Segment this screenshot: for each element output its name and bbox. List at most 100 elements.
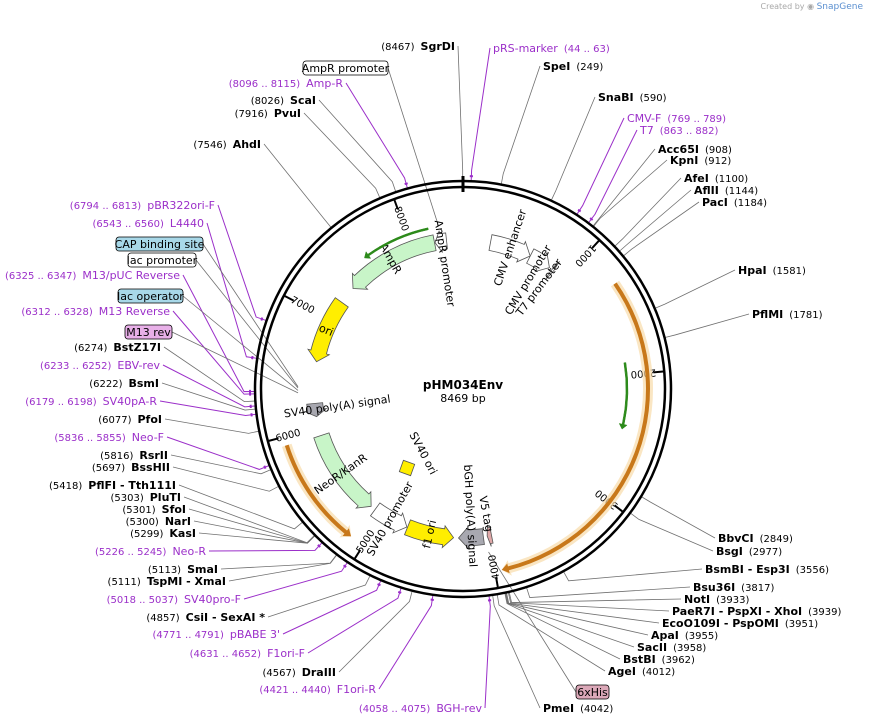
feature-sv40-poly-a-signal [303,402,328,418]
site-name: BstBI [623,653,656,666]
site-kasi: KasI(5299) [130,527,196,540]
primer-mark [342,564,347,568]
tick-label: 8000 [391,205,410,233]
site-snabi: SnaBI(590) [598,91,667,104]
site-name: PfoI [138,413,163,426]
site-name: EBV-rev [117,359,160,372]
site-name: SV40pA-R [103,395,158,408]
site-leader-line [457,45,464,181]
tick-mark [268,437,279,442]
site-name: Bsu36I [693,581,735,594]
site-leader-line [563,568,703,582]
site-nari: NarI(5300) [126,515,191,528]
site-leader-line [178,484,303,530]
orf-glow [501,280,654,576]
site-name: PvuI [274,107,301,120]
site-position: (1144) [725,186,758,197]
box-bg [124,324,173,340]
site-pbr322ori-f: pBR322ori-F(6794 .. 6813) [70,199,215,212]
site-hpai: HpaI (1581) [738,264,806,277]
site-draiii: DraIII (4567) [262,666,336,679]
site-leader-line [526,586,691,598]
site-position: (6794 .. 6813) [70,201,142,212]
site-name: Amp-R [306,77,343,90]
site-name: HpaI [738,264,767,277]
feature-ampr [351,234,437,290]
site-leader-line [182,274,255,393]
site-name: M13 Reverse [99,305,170,318]
feature-label: V5 tag [476,495,495,533]
site-position: (4567) [262,668,295,679]
box-label: AmpR promoter [302,62,390,75]
site-neo-f: Neo-F(5836 .. 5855) [54,431,164,444]
site-name: DraIII [302,666,336,679]
site-leader-line [593,159,668,227]
site-position: (8096 .. 8115) [229,79,301,90]
site-position: (5226 .. 5245) [95,547,167,558]
tick-mark [284,295,295,302]
tick-label: 4000 [487,554,502,581]
orf-arrow [501,282,650,574]
site-position: (6274) [74,343,107,354]
site-position: (863 .. 882) [660,126,719,137]
site-leader-line [159,400,256,417]
site-leader-line [665,313,750,338]
site-leader-line [164,418,259,434]
site-leader-line [198,532,315,544]
site-name: PmeI [543,702,574,715]
site-bsgi: BsgI(2977) [716,545,782,558]
site-name: BstZ17I [113,341,161,354]
site-name: Neo-R [172,545,206,558]
site-paer7i-pspxi-xhoi: PaeR7I - PspXI - XhoI(3939) [672,605,842,618]
site-kpni: KpnI(912) [670,154,731,167]
site-name: RsrII [139,449,168,462]
site-name: SfoI [162,503,186,516]
site-position: (7916) [235,109,268,120]
site-agei: AgeI(4012) [608,665,675,678]
site-labels: SgrDI(8467)pRS-marker(44 .. 63)SpeI(249)… [5,40,842,715]
feature-label: SV40 promoter [364,479,416,558]
site-noti: NotI(3933) [684,593,749,606]
site-pbabe-3: pBABE 3'(4771 .. 4791) [153,628,281,641]
feature-label: ori [317,321,335,339]
feature-label: AmpR promoter [432,219,458,308]
site-name: SpeI [543,60,570,73]
site-leader-line [263,143,332,228]
site-position: (2977) [749,547,782,558]
box-label: lac operator [117,290,184,303]
site-leader-line [470,47,491,181]
site-position: (3951) [785,619,818,630]
site-position: (1581) [773,266,806,277]
site-name: F1ori-R [337,683,377,696]
site-leader-line [593,148,656,226]
feature-sv40-ori [398,459,416,477]
site-name: NotI [684,593,710,606]
site-position: (5299) [130,529,163,540]
site-leader-line [318,99,396,192]
site-f1ori-f: F1ori-F(4631 .. 4652) [190,647,305,660]
box-bg [127,252,197,268]
site-csii-sexai: CsiI - SexAI *(4857) [146,611,265,624]
site-position: (5300) [126,517,159,528]
site-bstbi: BstBI(3962) [623,653,695,666]
site-leader-line [504,593,621,660]
box-leader-line [182,295,299,391]
site-position: (4631 .. 4652) [190,649,262,660]
site-position: (5836 .. 5855) [54,433,126,444]
site-position: (590) [640,93,667,104]
site-position: (6325 .. 6347) [5,271,77,282]
feature-ampr-promoter [434,230,448,253]
feature-label: SV40 poly(A) signal [283,392,391,420]
site-position: (1100) [715,174,748,185]
site-ebv-rev: EBV-rev(6233 .. 6252) [40,359,160,372]
box-lac-promoter: lac promoter [127,252,198,268]
site-m13-puc-reverse: M13/pUC Reverse(6325 .. 6347) [5,269,180,282]
site-bstz17i: BstZ17I (6274) [74,341,161,354]
primer-mark [404,182,408,186]
site-name: L4440 [170,217,204,230]
site-position: (912) [704,156,731,167]
site-name: TspMI - XmaI [147,575,226,588]
site-bgh-rev: BGH-rev(4058 .. 4075) [359,702,483,715]
primer-mark [589,217,594,221]
